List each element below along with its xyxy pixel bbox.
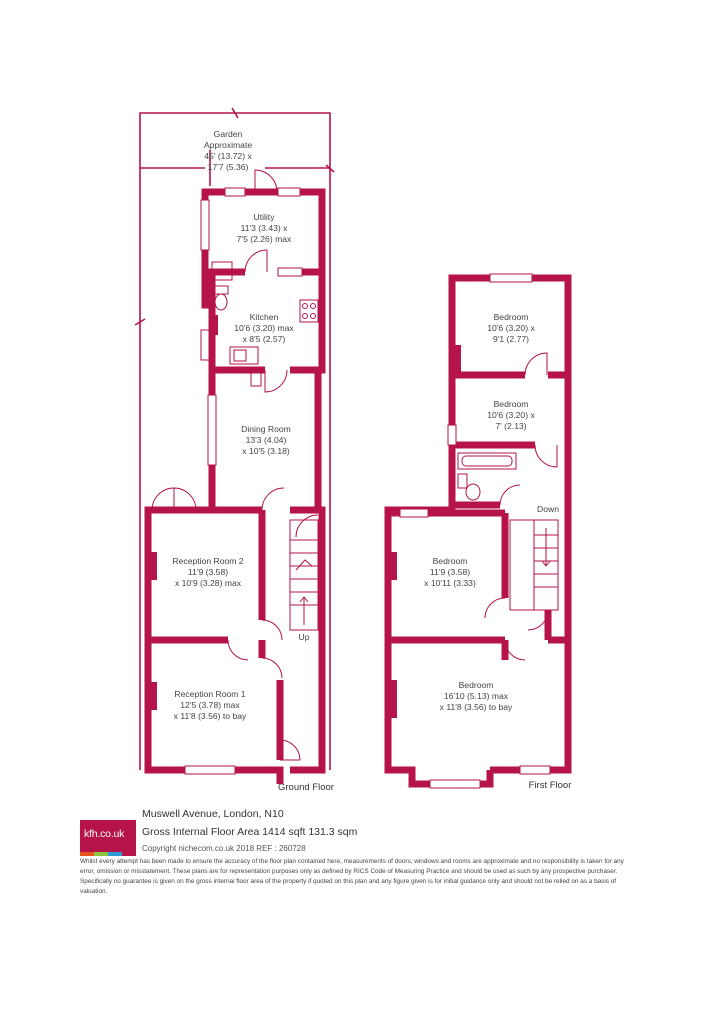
logo-text: kfh.co.uk [84,828,125,840]
bedroom-d-name: Bedroom [459,680,494,690]
logo-bar-red [122,852,136,856]
ground-chimney-breasts [148,315,218,710]
bedroom-b-name: Bedroom [494,399,529,409]
kitchen-dim2: x 8'5 (2.57) [243,334,286,344]
reception1-dim1: 12'5 (3.78) max [180,700,240,710]
ground-stairs [289,519,319,631]
utility-dim2: 7'5 (2.26) max [237,234,292,244]
disclaimer: Whilst every attempt has been made to en… [80,858,624,895]
first-windows [399,273,551,789]
reception2-name: Reception Room 2 [172,556,243,566]
bedroom-a-dim1: 10'6 (3.20) x [487,323,535,333]
reception2-dim1: 11'9 (3.58) [188,567,228,577]
first-chimney-breasts [388,345,461,718]
bedroom-d-dim1: 16'10 (5.13) max [444,691,509,701]
up-label: Up [299,632,310,642]
reception2-dim2: x 10'9 (3.28) max [175,578,242,588]
kitchen-name: Kitchen [250,312,279,322]
ground-windows [184,187,303,775]
bedroom-c-dim2: x 10'11 (3.33) [424,578,476,588]
ground-doors [151,169,319,761]
kitchen-dim1: 10'6 (3.20) max [234,323,294,333]
kfh-logo: kfh.co.uk [80,820,136,856]
garden-line1: Approximate [204,140,252,150]
reception1-name: Reception Room 1 [174,689,245,699]
first-stairs [509,519,559,611]
copyright: Copyright nichecom.co.uk 2018 REF : 2607… [142,844,306,853]
utility-dim1: 11'3 (3.43) x [241,223,289,233]
first-doors [484,352,558,661]
garden-title: Garden [214,129,243,139]
reception1-dim2: x 11'8 (3.56) to bay [174,711,247,721]
utility-name: Utility [253,212,275,222]
garden-line3: 17'7 (5.36) [208,162,249,172]
bedroom-c-dim1: 11'9 (3.58) [430,567,470,577]
logo-color-bars [80,852,136,856]
first-floor-label: First Floor [529,780,572,791]
dining-name: Dining Room [241,424,291,434]
bedroom-a-dim2: 9'1 (2.77) [493,334,529,344]
bedroom-c-name: Bedroom [433,556,468,566]
floor-area: Gross Internal Floor Area 1414 sqft 131.… [142,826,358,838]
first-fixtures [457,452,517,501]
bedroom-d-dim2: x 11'8 (3.56) to bay [440,702,513,712]
property-address: Muswell Avenue, London, N10 [142,808,284,820]
bedroom-b-dim2: 7' (2.13) [495,421,526,431]
dining-dim2: x 10'5 (3.18) [242,446,290,456]
garden-outline [134,107,335,770]
garden-line2: 45' (13.72) x [204,151,252,161]
logo-bar-green [94,852,108,856]
bedroom-a-name: Bedroom [494,312,529,322]
ground-fixtures [211,261,319,387]
floor-plan: Garden Approximate 45' (13.72) x 17'7 (5… [134,107,572,793]
logo-bar-orange [80,852,94,856]
bedroom-b-dim1: 10'6 (3.20) x [487,410,535,420]
down-label: Down [537,504,559,514]
logo-bar-blue [108,852,122,856]
dining-dim1: 13'3 (4.04) [246,435,287,445]
ground-floor-label: Ground Floor [278,782,334,793]
